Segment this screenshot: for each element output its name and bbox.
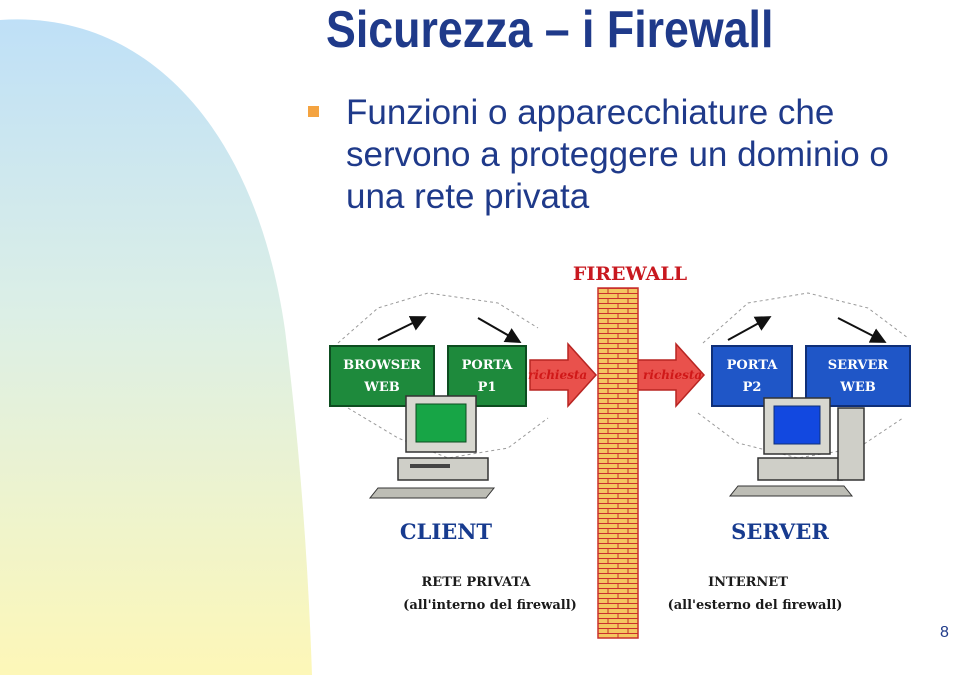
browser-web-line2: WEB (363, 380, 400, 395)
request-label-left: richiesta (528, 368, 587, 382)
request-arrow-right (635, 342, 706, 408)
porta-p2-box (711, 345, 793, 407)
server-web-line1: SERVER (828, 358, 889, 373)
rete-privata-note: (all'interno del firewall) (403, 598, 577, 613)
firewall-label: FIREWALL (573, 263, 687, 285)
bullet-item: Funzioni o apparecchiature che servono a… (306, 92, 946, 218)
server-web-box (805, 345, 911, 407)
client-computer-icon (368, 395, 496, 499)
connection-arrows (377, 316, 887, 343)
server-web-line2: WEB (839, 380, 876, 395)
firewall-wall (597, 287, 639, 639)
firewall-diagram: BROWSER WEB PORTA P1 PORTA P2 SERVER WEB… (329, 263, 911, 639)
internet-label: INTERNET (708, 575, 788, 590)
network-lines (337, 292, 909, 459)
internet-note: (all'esterno del firewall) (668, 598, 843, 613)
client-label: CLIENT (400, 519, 493, 544)
slide-title: Sicurezza – i Firewall (326, 1, 774, 59)
rete-privata-label: RETE PRIVATA (422, 575, 532, 590)
request-arrow-left (529, 342, 598, 408)
server-computer-icon (728, 397, 865, 497)
browser-web-line1: BROWSER (343, 358, 421, 373)
porta-p1-line2: P1 (478, 380, 497, 395)
porta-p2-line1: PORTA (727, 358, 779, 373)
bullet-text: Funzioni o apparecchiature che servono a… (346, 93, 889, 216)
page-number: 8 (940, 624, 949, 641)
porta-p1-line1: PORTA (462, 358, 514, 373)
porta-p2-line2: P2 (743, 380, 762, 395)
square-bullet-icon (308, 106, 319, 117)
request-label-right: richiesta (643, 368, 702, 382)
server-label: SERVER (731, 519, 829, 544)
